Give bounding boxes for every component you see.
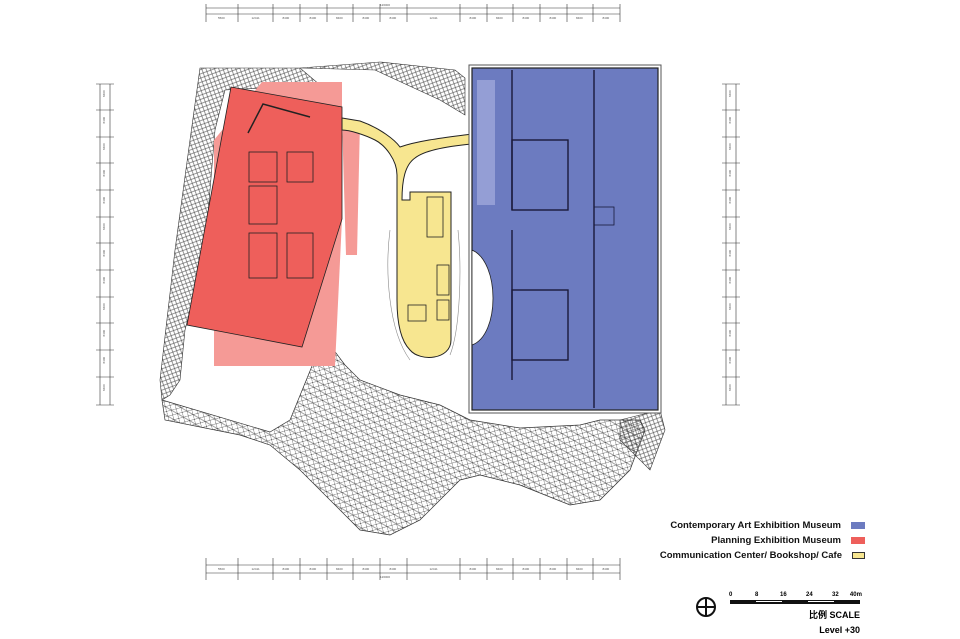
- dimension-label: 12411: [430, 16, 438, 20]
- art-museum-courtyard: [471, 249, 494, 346]
- scale-tick: 32: [831, 592, 839, 598]
- dimension-label: 8400: [603, 567, 610, 571]
- legend-item-cafe: Communication Center/ Bookshop/ Cafe: [660, 548, 865, 563]
- dimension-label: 8400: [310, 16, 317, 20]
- dimension-label: 8400: [728, 90, 732, 97]
- dimension-label: 8400: [728, 303, 732, 310]
- dimension-total-bottom: 126000: [380, 575, 390, 579]
- dimension-label: 8400: [576, 567, 583, 571]
- dimension-label: 8400: [470, 16, 477, 20]
- scale-tick: 0: [728, 592, 733, 598]
- scale-tick: 8: [754, 592, 759, 598]
- north-arrow-icon: [696, 597, 716, 617]
- art-museum-gallery-strip: [477, 80, 495, 205]
- dimension-label: 8400: [102, 303, 106, 310]
- dimension-label: 8400: [728, 196, 732, 203]
- level-label: Level +30: [819, 625, 860, 635]
- dimension-label: 8400: [728, 384, 732, 391]
- dimension-total-top: 126000: [380, 3, 390, 7]
- dimension-label: 8400: [728, 143, 732, 150]
- legend-label: Communication Center/ Bookshop/ Cafe: [659, 550, 842, 561]
- legend-item-art-museum: Contemporary Art Exhibition Museum: [660, 518, 865, 533]
- dimension-label: 8400: [728, 116, 732, 123]
- dimension-label: 8400: [523, 16, 530, 20]
- dimension-label: 8400: [102, 276, 106, 283]
- dimension-label: 8400: [603, 16, 610, 20]
- planning-museum-cores: [248, 151, 314, 279]
- dimension-label: 8400: [576, 16, 583, 20]
- dimension-top: [205, 4, 621, 22]
- dimension-label: 8400: [550, 567, 557, 571]
- cafe-bridge: [341, 117, 473, 358]
- legend: Contemporary Art Exhibition Museum Plann…: [660, 518, 865, 563]
- dimension-label: 8400: [363, 567, 370, 571]
- dimension-label: 8400: [363, 16, 370, 20]
- dimension-label: 5500: [218, 16, 225, 20]
- dimension-label: 8400: [550, 16, 557, 20]
- dimension-left: [96, 83, 114, 406]
- dimension-right: [722, 83, 740, 406]
- dimension-label: 8400: [470, 567, 477, 571]
- dimension-label: 8400: [728, 249, 732, 256]
- dimension-bottom: [205, 558, 621, 580]
- dimension-label: 8400: [102, 196, 106, 203]
- scale-bar: [730, 600, 860, 604]
- dimension-label: 8400: [728, 356, 732, 363]
- dimension-label: 8400: [102, 356, 106, 363]
- legend-label: Contemporary Art Exhibition Museum: [670, 520, 841, 531]
- scale-tick: 24: [805, 592, 813, 598]
- dimension-label: 8400: [283, 567, 290, 571]
- dimension-label: 8400: [523, 567, 530, 571]
- dimension-label: 8400: [310, 567, 317, 571]
- scale-label: 比例 SCALE: [808, 610, 860, 620]
- dimension-label: 5500: [218, 567, 225, 571]
- dimension-label: 8400: [728, 169, 732, 176]
- scale-tick: 40m: [849, 592, 862, 598]
- dimension-label: 8400: [102, 223, 106, 230]
- dimension-label: 8400: [728, 223, 732, 230]
- art-museum-walls: [511, 70, 615, 408]
- dimension-label: 8400: [102, 90, 106, 97]
- dimension-label: 8400: [102, 116, 106, 123]
- dimension-label: 8400: [496, 567, 503, 571]
- dimension-label: 8400: [102, 329, 106, 336]
- dimension-label: 8400: [283, 16, 290, 20]
- legend-swatch-yellow: [852, 552, 865, 559]
- dimension-label: 8400: [390, 567, 397, 571]
- legend-swatch-blue: [851, 522, 865, 529]
- dimension-label: 8400: [102, 143, 106, 150]
- dimension-label: 8400: [496, 16, 503, 20]
- planning-museum-wall: [247, 103, 311, 134]
- dimension-label: 12411: [252, 567, 260, 571]
- legend-label: Planning Exhibition Museum: [711, 535, 841, 546]
- dimension-label: 8400: [390, 16, 397, 20]
- scale-ticks: 0 8 16 24 32 40m: [728, 592, 862, 602]
- art-museum: [471, 67, 659, 411]
- legend-item-planning-museum: Planning Exhibition Museum: [660, 533, 865, 548]
- dimension-label: 8400: [336, 16, 343, 20]
- scale-block: 0 8 16 24 32 40m 比例 SCALE Level +30: [690, 592, 865, 637]
- roof-mesh-top: [299, 61, 466, 116]
- dimension-label: 8400: [102, 249, 106, 256]
- dimension-label: 8400: [728, 329, 732, 336]
- cafe-outline: [387, 229, 461, 361]
- planning-museum-gallery-strip: [342, 120, 360, 255]
- scale-tick: 16: [779, 592, 787, 598]
- dimension-label: 8400: [728, 276, 732, 283]
- dimension-label: 12411: [252, 16, 260, 20]
- dimension-label: 12411: [430, 567, 438, 571]
- dimension-label: 8400: [336, 567, 343, 571]
- dimension-label: 8400: [102, 169, 106, 176]
- dimension-label: 8400: [102, 384, 106, 391]
- legend-swatch-red: [851, 537, 865, 544]
- cafe-cores: [407, 196, 450, 322]
